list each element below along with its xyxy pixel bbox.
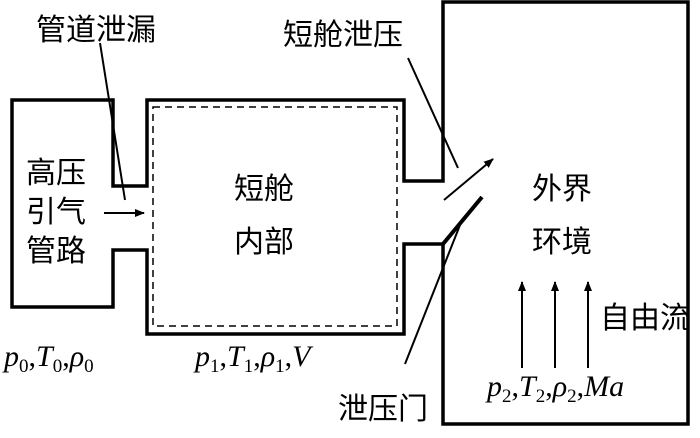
relief-door [441, 195, 484, 246]
vent-flow-arrow [443, 158, 494, 201]
ambient-state-label: p2,T2,ρ2,Ma [485, 370, 624, 407]
relief-door-label: 泄压门 [338, 392, 428, 427]
pipe-label-line1: 高压 [26, 156, 86, 191]
ambient-label-line1: 外界 [532, 172, 592, 207]
free-stream-label: 自由流 [600, 301, 690, 336]
pipe-leak-label: 管道泄漏 [36, 13, 156, 48]
pipe-label-line2: 引气 [26, 195, 86, 230]
pipe-leak-leader [99, 42, 126, 201]
cabin-control-volume [152, 106, 398, 327]
cabin-label-line1: 短舱 [234, 172, 294, 207]
relief-door-leader [404, 224, 461, 365]
cabin-state-label: p1,T1,ρ1,V [193, 340, 314, 377]
cabin-label-line2: 内部 [234, 225, 294, 260]
pipe-state-label: p0,T0,ρ0 [2, 340, 94, 377]
ambient-label-line2: 环境 [532, 225, 592, 260]
cabin-vent-leader [407, 57, 459, 169]
cabin-vent-label: 短舱泄压 [283, 18, 403, 53]
pipe-label-line3: 管路 [26, 234, 86, 269]
